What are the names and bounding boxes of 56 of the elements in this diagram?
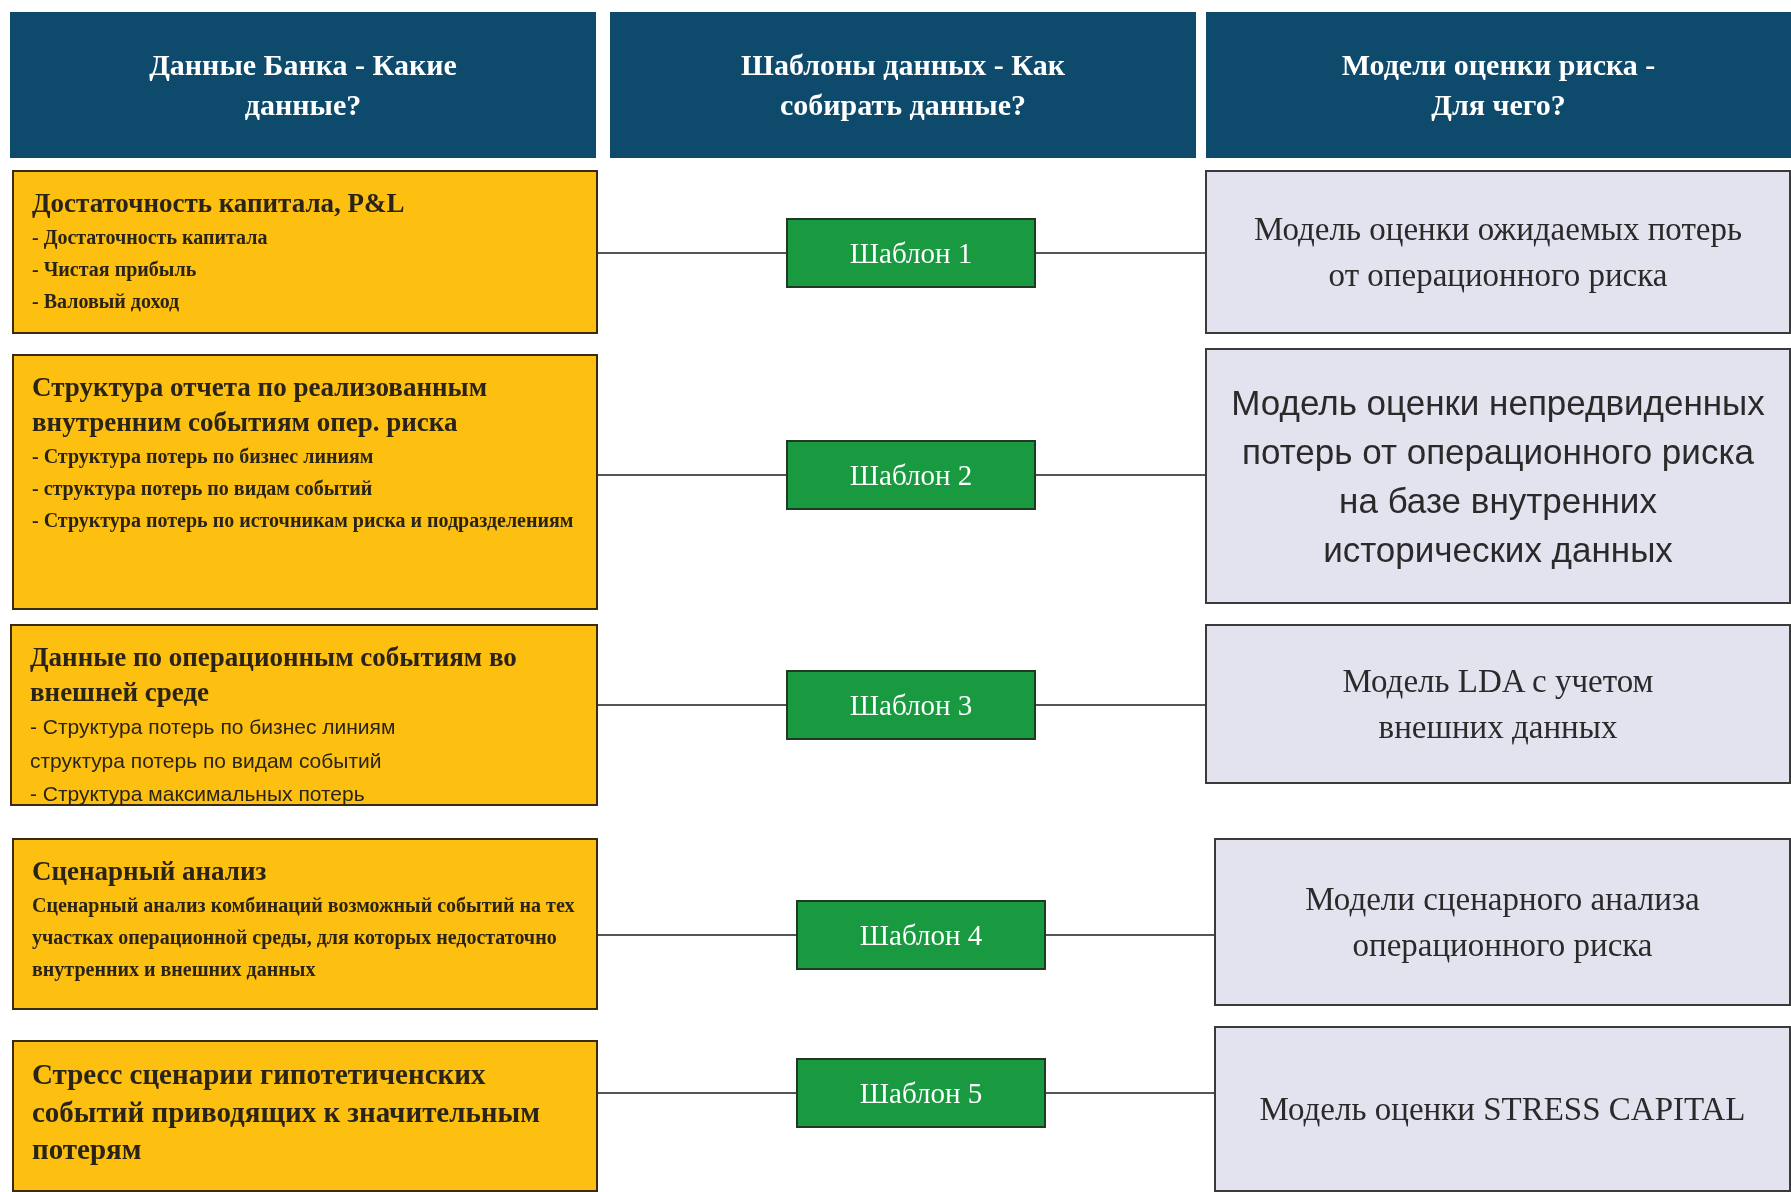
list-item: - Валовый доход [32, 289, 181, 315]
connector-line [1045, 1092, 1215, 1094]
list-item: - Достаточность капитала [32, 225, 269, 251]
box-heading: Стресс сценарии гипотетиченских событий приводящих к значительным потерям [32, 1057, 541, 1168]
connector-line [597, 474, 787, 476]
connector-line [1035, 474, 1206, 476]
model-box [1214, 1026, 1791, 1192]
model-text: Модель оценки STRESS CAPITAL [1259, 1089, 1746, 1129]
box-heading: Сценарный анализ [32, 855, 268, 888]
connector-line [1035, 704, 1206, 706]
connector-line [597, 704, 787, 706]
header-text: Модели оценки риска - Для чего? [1340, 46, 1657, 123]
list-item: структура потерь по видам событий [30, 747, 383, 774]
list-item: - структура потерь по видам событий [32, 476, 374, 502]
data-box [12, 354, 598, 610]
connector-line [597, 934, 797, 936]
list-item: - Чистая прибыль [32, 257, 198, 283]
connector-line [1035, 252, 1206, 254]
template-label: Шаблон 4 [859, 918, 983, 952]
template-label: Шаблон 3 [849, 688, 973, 722]
header-text: Данные Банка - Какие данные? [148, 46, 458, 123]
model-box [1205, 624, 1791, 784]
model-text: Модель LDA с учетом внешних данных [1341, 661, 1655, 747]
template-box [786, 670, 1036, 740]
template-box [786, 440, 1036, 510]
model-text: Модель оценки ожидаемых потерь от операционного риска [1252, 209, 1744, 295]
model-box [1205, 348, 1791, 604]
column-header [610, 12, 1196, 158]
box-heading: Данные по операционным событиям во внешней среде [30, 641, 518, 710]
model-box [1205, 170, 1791, 334]
list-item: - Структура максимальных потерь [30, 781, 366, 808]
data-box [10, 624, 598, 806]
connector-line [597, 1092, 797, 1094]
box-heading: Достаточность капитала, P&L [32, 187, 406, 220]
model-box [1214, 838, 1791, 1006]
model-text: Модели сценарного анализа операционного риска [1304, 879, 1701, 965]
box-heading: Структура отчета по реализованным внутренним событиям опер. риска [32, 371, 489, 440]
data-box [12, 838, 598, 1010]
list-item: Сценарный анализ комбинаций возможный событий на тех участках операционной среды, для которых недостаточно внутренних и внешних данных [32, 893, 576, 983]
data-box [12, 1040, 598, 1192]
template-box [786, 218, 1036, 288]
template-label: Шаблон 5 [859, 1076, 983, 1110]
template-label: Шаблон 2 [849, 458, 973, 492]
column-header [10, 12, 596, 158]
model-text: Модель оценки непредвиденных потерь от операционного риска на базе внутренних исторических данных [1230, 382, 1766, 571]
list-item: - Структура потерь по бизнес линиям [32, 444, 375, 470]
header-text: Шаблоны данных - Как собирать данные? [739, 46, 1066, 123]
list-item: - Структура потерь по бизнес линиям [30, 714, 397, 741]
list-item: - Структура потерь по источникам риска и подразделениям [32, 508, 575, 534]
column-header [1206, 12, 1791, 158]
connector-line [1045, 934, 1215, 936]
connector-line [597, 252, 787, 254]
template-box [796, 1058, 1046, 1128]
data-box [12, 170, 598, 334]
template-box [796, 900, 1046, 970]
template-label: Шаблон 1 [849, 236, 973, 270]
